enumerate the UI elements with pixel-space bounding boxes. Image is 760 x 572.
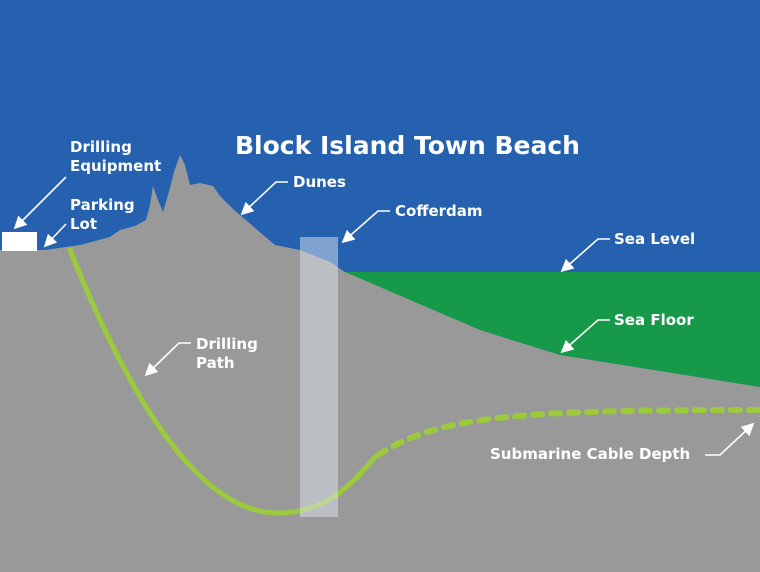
arrow-sea-floor bbox=[560, 319, 610, 354]
drilling-path bbox=[67, 247, 378, 516]
label-sea-level: Sea Level bbox=[614, 230, 696, 248]
drilling-equipment bbox=[2, 232, 37, 251]
sea bbox=[340, 272, 760, 387]
arrow-drilling-path bbox=[144, 342, 191, 377]
arrow-sea-level bbox=[560, 238, 610, 273]
label-dunes: Dunes bbox=[293, 173, 346, 191]
label-sea-floor: Sea Floor bbox=[614, 311, 694, 329]
arrow-parking-lot bbox=[43, 223, 67, 248]
label-cofferdam: Cofferdam bbox=[395, 202, 483, 220]
arrow-drilling-equipment bbox=[13, 176, 67, 230]
cofferdam bbox=[300, 237, 338, 517]
submarine-cable-path bbox=[375, 407, 760, 458]
arrow-submarine-cable bbox=[705, 422, 755, 456]
label-parking-lot: Parking Lot bbox=[70, 196, 135, 233]
label-drilling-path: Drilling Path bbox=[196, 335, 258, 372]
arrows bbox=[13, 176, 755, 456]
arrow-cofferdam bbox=[341, 210, 390, 244]
label-submarine-cable-depth: Submarine Cable Depth bbox=[490, 445, 691, 463]
label-drilling-equipment: Drilling Equipment bbox=[70, 138, 162, 175]
arrow-dunes bbox=[240, 181, 288, 216]
diagram-title: Block Island Town Beach bbox=[235, 131, 580, 160]
